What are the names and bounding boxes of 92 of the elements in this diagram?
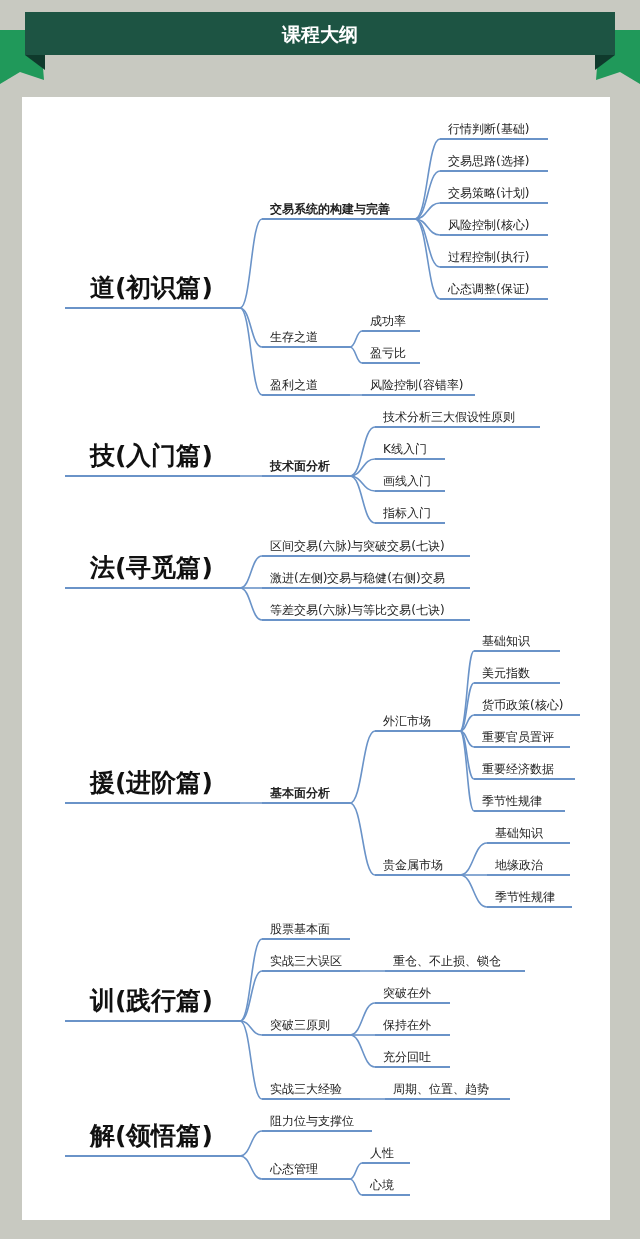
branch-label: 基础知识: [474, 630, 560, 652]
branch-label: 季节性规律: [474, 790, 565, 812]
branch-line: [239, 1020, 263, 1036]
branch-label: 重要经济数据: [474, 758, 575, 780]
chapter-heading: 援(进阶篇): [65, 764, 240, 804]
branch-label: 交易策略(计划): [440, 182, 548, 204]
branch-line: [359, 1098, 386, 1100]
branch-label: 盈亏比: [362, 342, 420, 364]
branch-label: 心境: [362, 1174, 410, 1196]
branch-line: [349, 730, 376, 804]
branch-label: 区间交易(六脉)与突破交易(七诀): [262, 535, 470, 557]
branch-line: [414, 170, 441, 220]
branch-label: 技术面分析: [262, 455, 350, 477]
branch-label: 实战三大误区: [262, 950, 360, 972]
branch-line: [349, 394, 363, 396]
branch-line: [459, 874, 488, 876]
branch-line: [349, 1034, 376, 1068]
branch-line: [239, 307, 263, 348]
branch-line: [459, 682, 475, 732]
branch-line: [239, 218, 263, 309]
chapter-heading: 道(初识篇): [65, 269, 240, 309]
branch-label: 成功率: [362, 310, 420, 332]
branch-line: [349, 1178, 363, 1196]
branch-label: 地缘政治: [487, 854, 570, 876]
branch-label: 贵金属市场: [375, 854, 460, 876]
banner-title: 课程大纲: [280, 22, 359, 47]
branch-line: [349, 475, 376, 524]
branch-line: [459, 730, 475, 748]
branch-line: [459, 650, 475, 732]
branch-line: [239, 938, 263, 1022]
branch-label: 激进(左侧)交易与稳健(右侧)交易: [262, 567, 470, 589]
branch-line: [349, 426, 376, 477]
branch-label: 心态管理: [262, 1158, 350, 1180]
chapter-heading: 训(践行篇): [65, 982, 240, 1022]
branch-line: [459, 730, 475, 780]
branch-line: [459, 874, 488, 908]
branch-label: K线入门: [375, 438, 445, 460]
branch-line: [239, 1020, 263, 1100]
branch-label: 周期、位置、趋势: [385, 1078, 510, 1100]
branch-label: 人性: [362, 1142, 410, 1164]
chapter-heading: 法(寻觅篇): [65, 549, 240, 589]
branch-line: [239, 802, 263, 804]
branch-label: 风险控制(容错率): [362, 374, 475, 396]
branch-label: 画线入门: [375, 470, 445, 492]
branch-label: 基础知识: [487, 822, 570, 844]
chapter-heading: 解(领悟篇): [65, 1117, 240, 1157]
branch-line: [349, 475, 376, 492]
branch-line: [239, 587, 263, 621]
branch-line: [349, 802, 376, 876]
branch-label: 心态调整(保证): [440, 278, 548, 300]
branch-label: 重要官员置评: [474, 726, 570, 748]
branch-label: 外汇市场: [375, 710, 460, 732]
branch-line: [349, 330, 363, 348]
branch-label: 阻力位与支撑位: [262, 1110, 372, 1132]
branch-label: 盈利之道: [262, 374, 350, 396]
branch-line: [239, 1155, 263, 1180]
branch-line: [349, 346, 363, 364]
branch-label: 保持在外: [375, 1014, 450, 1036]
branch-label: 货币政策(核心): [474, 694, 580, 716]
branch-label: 基本面分析: [262, 782, 350, 804]
branch-line: [239, 307, 263, 396]
branch-label: 实战三大经验: [262, 1078, 360, 1100]
branch-label: 突破在外: [375, 982, 450, 1004]
branch-label: 过程控制(执行): [440, 246, 548, 268]
branch-label: 重仓、不止损、锁仓: [385, 950, 525, 972]
branch-line: [239, 970, 263, 1022]
branch-label: 生存之道: [262, 326, 350, 348]
branch-line: [349, 1034, 376, 1036]
branch-line: [359, 970, 386, 972]
chapter-heading: 技(入门篇): [65, 437, 240, 477]
branch-label: 突破三原则: [262, 1014, 350, 1036]
branch-label: 美元指数: [474, 662, 560, 684]
branch-label: 充分回吐: [375, 1046, 450, 1068]
branch-label: 等差交易(六脉)与等比交易(七诀): [262, 599, 470, 621]
branch-label: 交易思路(选择): [440, 150, 548, 172]
branch-label: 股票基本面: [262, 918, 350, 940]
branch-line: [414, 138, 441, 220]
branch-label: 技术分析三大假设性原则: [375, 406, 540, 428]
branch-line: [459, 730, 475, 812]
branch-line: [239, 587, 263, 589]
branch-label: 指标入门: [375, 502, 445, 524]
branch-label: 风险控制(核心): [440, 214, 548, 236]
branch-label: 行情判断(基础): [440, 118, 548, 140]
branch-line: [239, 1130, 263, 1157]
branch-line: [414, 218, 441, 300]
branch-line: [459, 714, 475, 732]
branch-label: 季节性规律: [487, 886, 572, 908]
branch-label: 交易系统的构建与完善: [262, 198, 415, 220]
branch-line: [349, 1162, 363, 1180]
branch-line: [239, 475, 263, 477]
branch-line: [239, 555, 263, 589]
branch-line: [349, 458, 376, 477]
